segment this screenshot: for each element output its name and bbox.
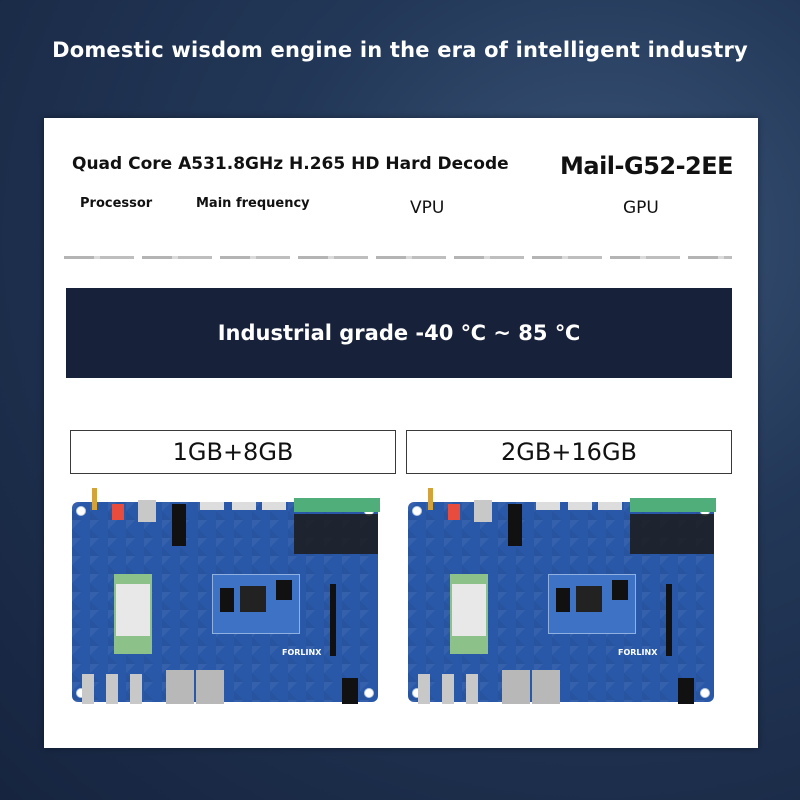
pcb: FORLINX xyxy=(72,488,380,704)
board-image-2: FORLINX xyxy=(402,486,724,716)
temperature-banner: Industrial grade -40 ℃ ~ 85 ℃ xyxy=(66,288,732,378)
label-vpu: VPU xyxy=(410,198,445,218)
memory-option-1: 1GB+8GB xyxy=(70,430,396,474)
label-main-frequency: Main frequency xyxy=(196,196,310,211)
spec-card: Quad Core A531.8GHz H.265 HD Hard Decode… xyxy=(44,118,758,748)
memory-option-2: 2GB+16GB xyxy=(406,430,732,474)
headline: Domestic wisdom engine in the era of int… xyxy=(52,38,748,62)
divider xyxy=(64,256,732,259)
label-processor: Processor xyxy=(80,196,153,211)
gpu-value: Mail-G52-2EE xyxy=(560,152,734,180)
label-gpu: GPU xyxy=(623,198,659,218)
board-image-1: FORLINX xyxy=(66,486,388,716)
board-brand-label: FORLINX xyxy=(282,648,322,657)
spec-main-line: Quad Core A531.8GHz H.265 HD Hard Decode xyxy=(72,154,509,174)
board-brand-label: FORLINX xyxy=(618,648,658,657)
pcb: FORLINX xyxy=(408,488,716,704)
